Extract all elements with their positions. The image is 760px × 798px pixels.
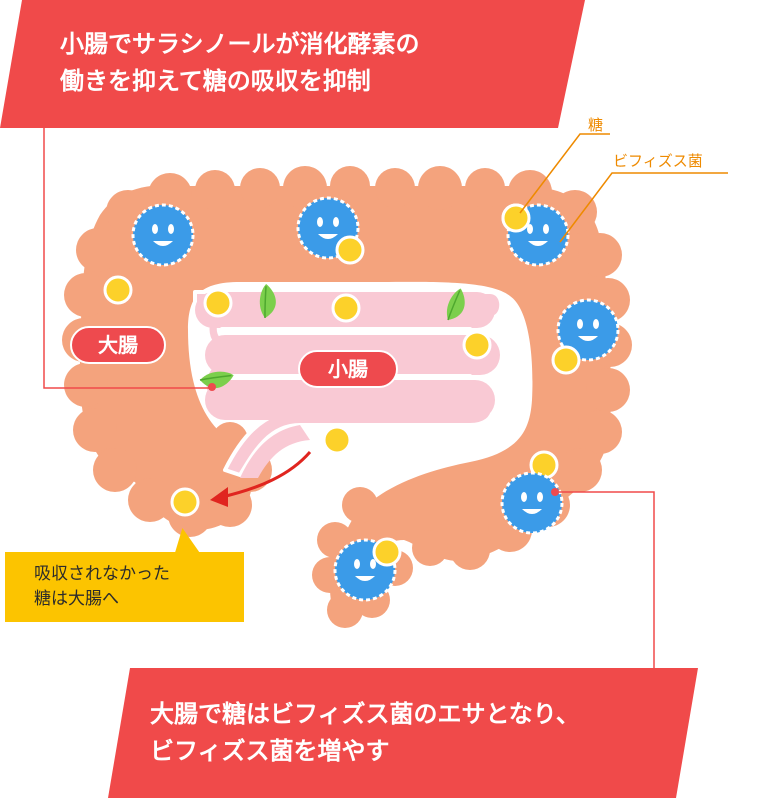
sugar-icon <box>103 275 133 305</box>
label-leaders <box>519 133 728 243</box>
callout-line2: 糖は大腸へ <box>34 588 119 609</box>
bacteria-pointer-dot <box>551 488 559 496</box>
leader-lines <box>43 128 655 668</box>
callout-box: 吸収されなかった 糖は大腸へ <box>5 552 244 622</box>
large-intestine-label: 大腸 <box>70 326 166 364</box>
sugar-icon <box>170 487 200 517</box>
bottom-caption-banner: 大腸で糖はビフィズス菌のエサとなり、 ビフィズス菌を増やす <box>108 668 698 798</box>
sugar-icon <box>335 235 365 265</box>
sugar-icon <box>203 288 233 318</box>
sugar-icon <box>501 203 531 233</box>
sugar-icon <box>322 425 352 455</box>
sugar-label: 糖 <box>588 116 604 134</box>
callout-line1: 吸収されなかった <box>34 564 170 584</box>
sugar-icon <box>372 537 402 567</box>
bifidobacteria-icon <box>500 471 564 535</box>
top-caption-banner: 小腸でサラシノールが消化酵素の 働きを抑えて糖の吸収を抑制 <box>0 0 585 128</box>
bifidobacteria-label: ビフィズス菌 <box>613 152 703 170</box>
top-caption-line1: 小腸でサラシノールが消化酵素の <box>60 30 420 58</box>
top-caption-line2: 働きを抑えて糖の吸収を抑制 <box>60 67 371 96</box>
leaf-pointer-dot <box>208 383 216 391</box>
bacteria-group <box>131 196 620 602</box>
bifidobacteria-icon <box>131 203 195 267</box>
sugar-icon <box>331 293 361 323</box>
sugar-icon <box>551 345 581 375</box>
bottom-caption-line1: 大腸で糖はビフィズス菌のエサとなり、 <box>150 700 580 728</box>
bifidobacteria-icon <box>556 298 620 362</box>
arrow-icon <box>210 451 312 507</box>
bottom-caption-line2: ビフィズス菌を増やす <box>150 737 390 766</box>
sugar-icon <box>462 330 492 360</box>
small-intestine-label: 小腸 <box>298 350 398 388</box>
